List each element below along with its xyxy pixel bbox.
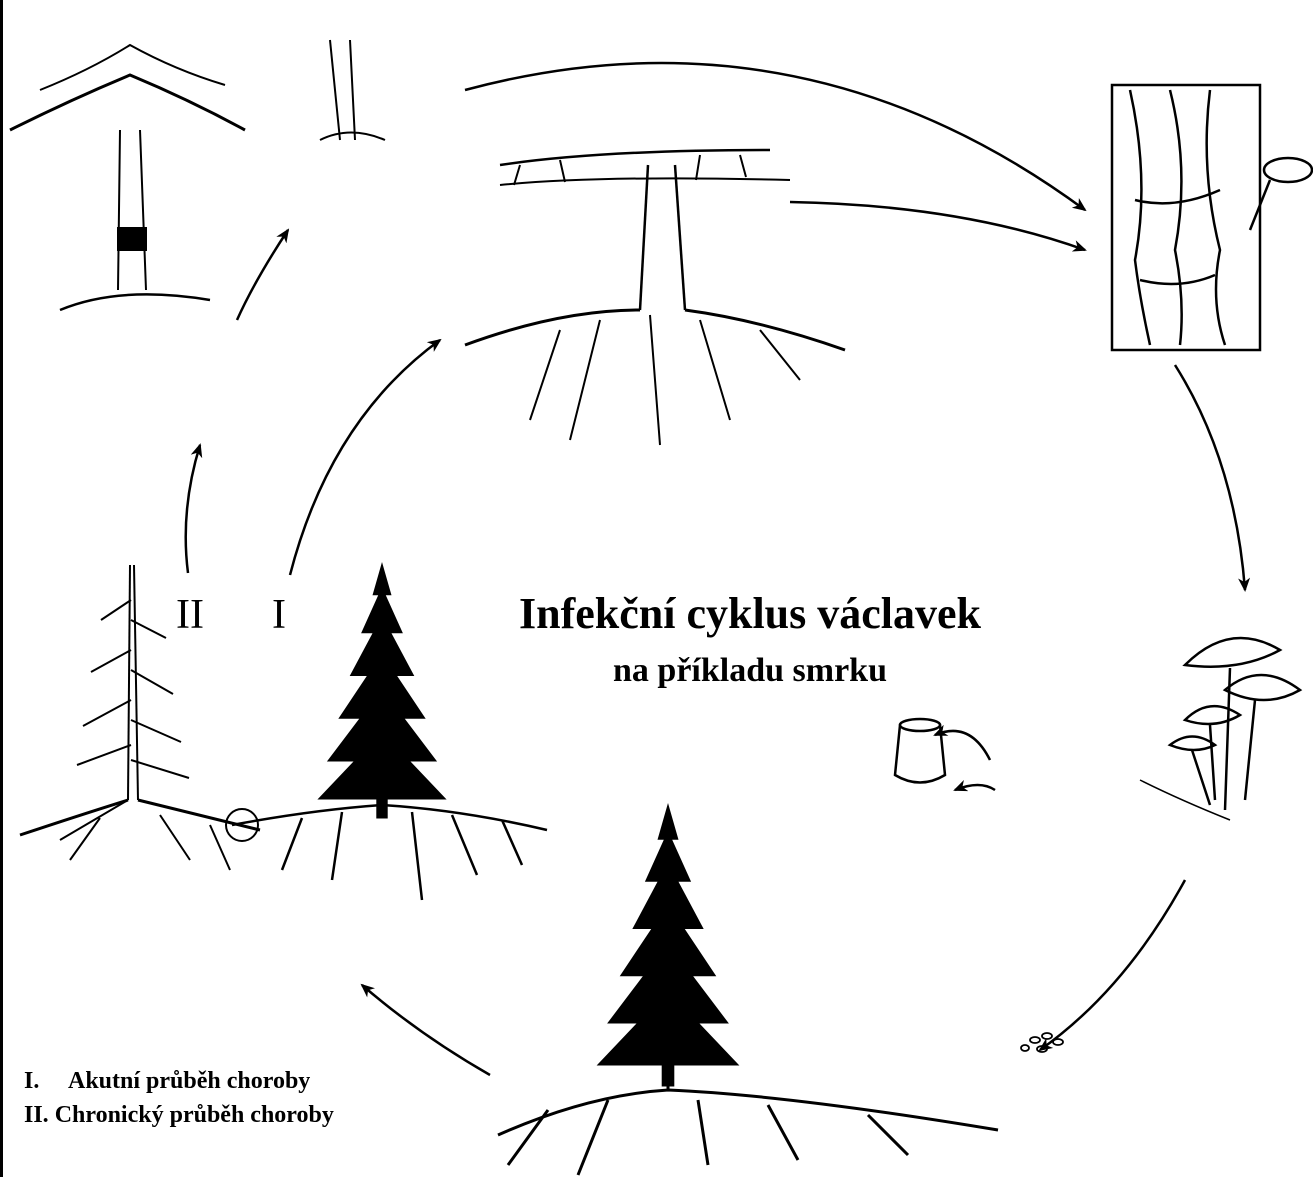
- arrow-tree-to-rhizomorphs: [790, 202, 1085, 250]
- stage-dying-tree: [465, 150, 845, 445]
- stage-stump-infection: [498, 719, 1063, 1175]
- arrow-chronic: [186, 445, 200, 573]
- diagram-subtitle: na příkladu smrku: [440, 650, 1060, 692]
- tree-stump: [895, 719, 945, 783]
- arrow-acute: [290, 340, 440, 575]
- acute-branch-label: I: [272, 592, 286, 638]
- young-spruce-bottom: [498, 803, 998, 1175]
- sparse-infected-spruce: [20, 565, 260, 870]
- stage-broken-tree: [10, 40, 385, 310]
- legend-text-chronic: Chronický průběh choroby: [55, 1102, 334, 1128]
- legend-key-chronic: II.: [24, 1098, 49, 1132]
- arrow-bottom-to-left: [362, 985, 490, 1075]
- arrow-top-to-rhizomorphs: [465, 63, 1085, 210]
- diagram-title: Infekční cyklus václavek: [440, 588, 1060, 640]
- stage-rhizomorphs: [1112, 85, 1312, 350]
- arrow-to-broken-tree: [237, 230, 288, 320]
- legend-item-acute: I.Akutní průběh choroby: [24, 1064, 334, 1098]
- legend-key-acute: I.: [24, 1064, 68, 1098]
- legend-text-acute: Akutní průběh choroby: [68, 1068, 310, 1094]
- legend-item-chronic: II.Chronický průběh choroby: [24, 1098, 334, 1132]
- legend: I.Akutní průběh choroby II.Chronický prů…: [24, 1064, 334, 1132]
- arrow-spore-to-stump: [955, 785, 995, 790]
- cycle-arrows: [186, 63, 1245, 1075]
- stage-fruiting-bodies: [1140, 638, 1300, 820]
- arrow-rhizomorphs-to-fungus: [1175, 365, 1245, 590]
- chronic-branch-label: II: [176, 592, 204, 638]
- arrow-fungus-to-spores: [1040, 880, 1185, 1050]
